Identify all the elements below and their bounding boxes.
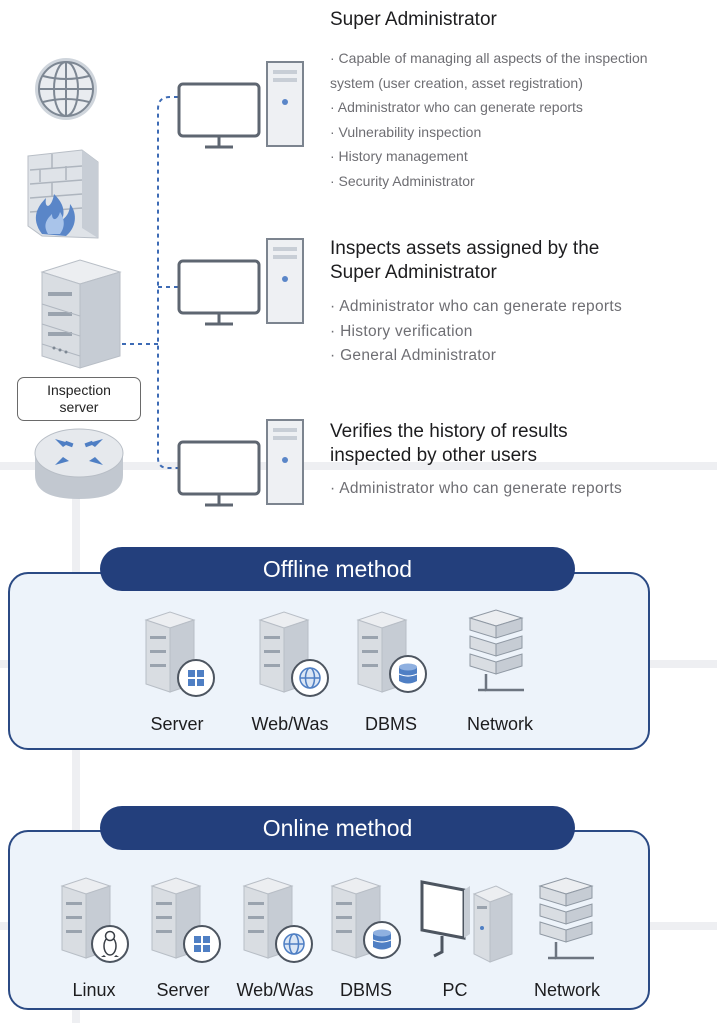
inspection-server-label-line2: server [59,399,99,415]
windows-server-icon [150,877,221,963]
online-asset-label: Network [533,980,600,1000]
inspection-server-label-line1: Inspection [47,382,111,398]
role-bullet: · History verification [330,322,473,340]
web-server-icon [242,877,313,963]
role-heading-line: Super Administrator [330,9,497,30]
offline-method-panel [8,572,650,750]
role-heading-line: Inspects assets assigned by the [330,238,600,259]
database-server-icon [330,877,401,959]
web-server-icon [258,611,329,697]
role-heading-line: inspected by other users [330,445,538,466]
online-asset-label: Server [156,980,210,1000]
connection-lines [122,96,178,469]
role-description: · Capable of managing all aspects of the… [330,46,648,193]
online-asset-label: Web/Was [236,980,314,1000]
offline-asset-label: Web/Was [251,714,329,734]
inspection-server-label: Inspection server [17,377,141,421]
role-bullet: · History management [330,148,468,164]
globe-icon [35,58,97,120]
firewall-icon [27,149,99,239]
online-method-title: Online method [100,806,575,850]
network-switch-icon [468,609,524,692]
windows-server-icon [144,611,215,697]
offline-method-title: Offline method [100,547,575,591]
background-grid-line [0,462,717,470]
offline-asset-label: Server [150,714,204,734]
role-heading: Super Administrator [330,8,497,32]
role-bullet: · Capable of managing all aspects of the… [330,50,648,66]
router-icon [34,428,124,499]
role-description: · Administrator who can generate reports [330,477,622,502]
role-bullet: · General Administrator [330,347,497,364]
workstation-icon [177,238,304,326]
role-bullet: · Security Administrator [330,172,475,189]
role-description: · Administrator who can generate reports… [330,295,622,369]
role-bullet: · Administrator who can generate reports [330,298,622,315]
role-heading: Inspects assets assigned by the Super Ad… [330,237,599,285]
offline-asset-label: Network [466,714,533,734]
workstation-icon [177,61,304,149]
workstation-icon [177,419,304,507]
pc-icon [420,880,514,963]
online-asset-label: Linux [72,980,116,1000]
role-bullet: · Administrator who can generate reports [330,99,583,115]
role-heading-line: Verifies the history of results [330,421,568,442]
role-bullet: · Administrator who can generate reports [330,480,622,497]
role-heading: Verifies the history of results inspecte… [330,420,568,468]
database-server-icon [356,611,427,693]
online-asset-label: DBMS [339,980,392,1000]
linux-server-icon [60,877,129,963]
server-icon [40,259,122,369]
role-bullet: · Vulnerability inspection [330,123,482,140]
role-heading-line: Super Administrator [330,262,497,283]
role-bullet: system (user creation, asset registratio… [330,74,583,91]
online-method-panel [8,830,650,1010]
online-asset-label: PC [442,980,468,1000]
network-switch-icon [538,877,594,960]
offline-asset-label: DBMS [364,714,417,734]
